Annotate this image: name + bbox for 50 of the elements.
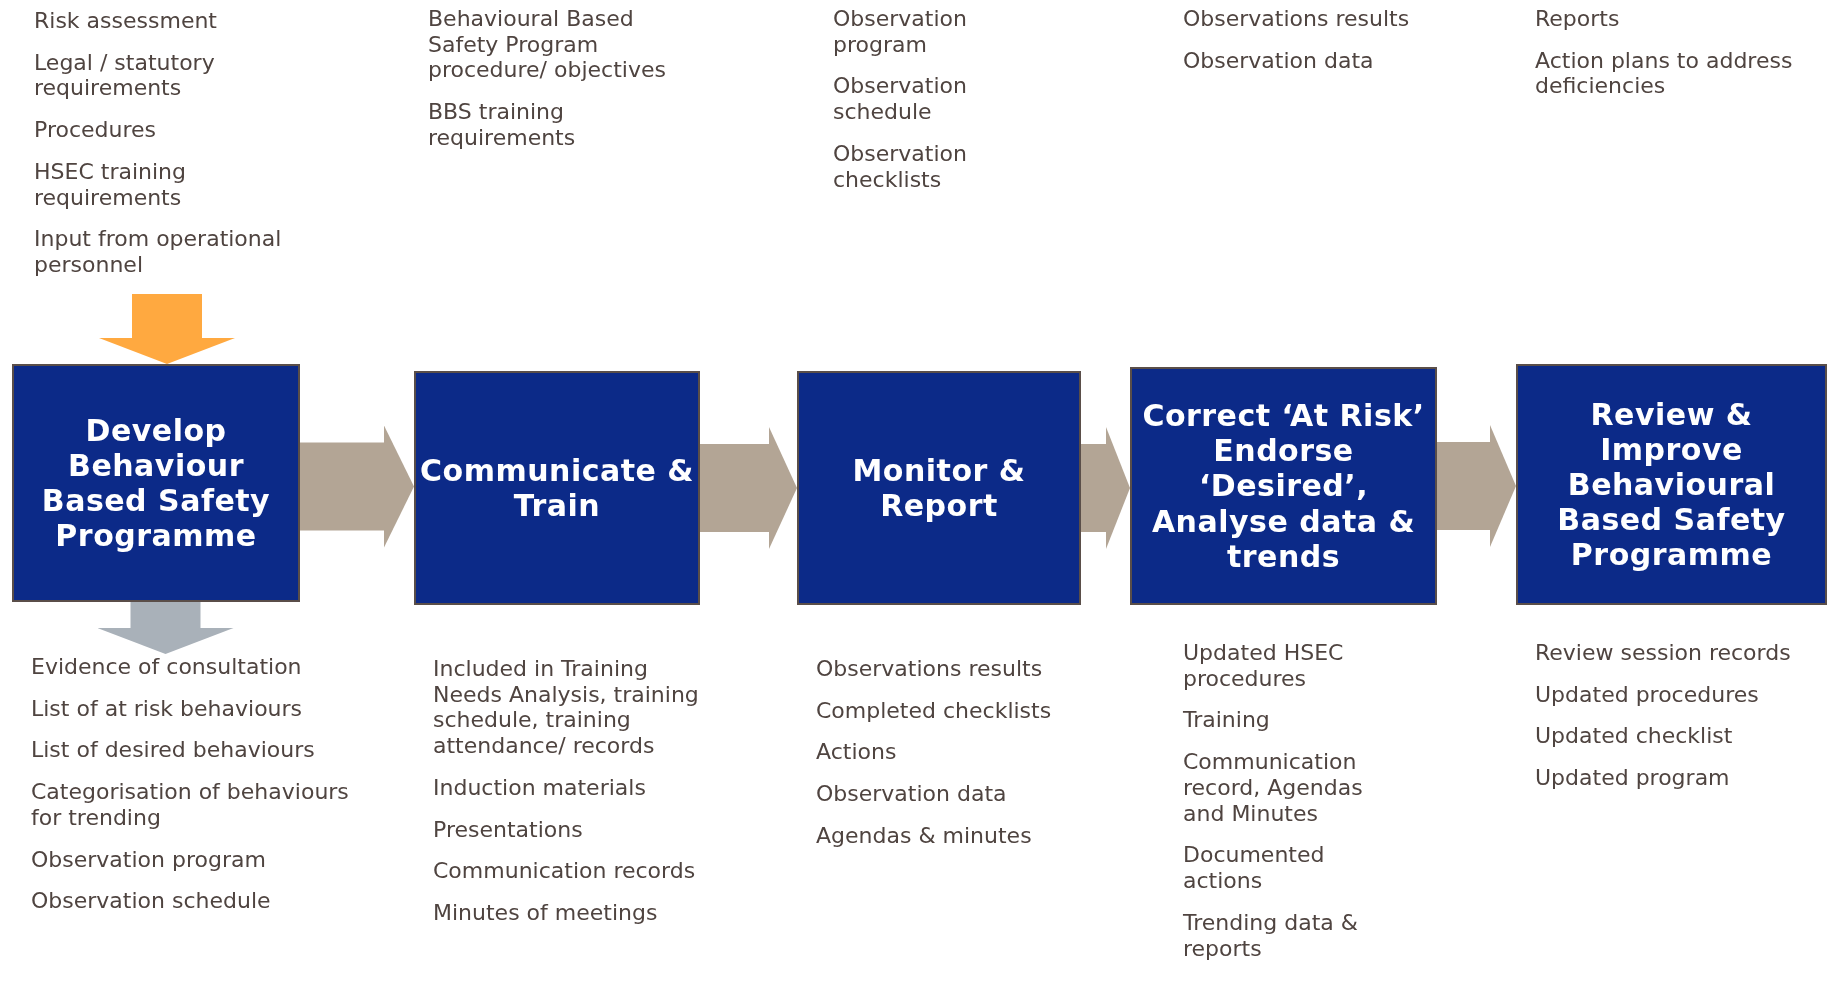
process-box: Monitor & Report — [797, 371, 1081, 605]
list-item: Observations results — [816, 656, 1044, 682]
list-item: Updated program — [1535, 765, 1731, 791]
list-item: Observation program — [833, 6, 968, 58]
list-item: Reports — [1535, 6, 1621, 32]
list-item: Observation checklists — [833, 140, 968, 193]
list-item: Completed checklists — [816, 697, 1053, 724]
list-item: Trending data & reports — [1183, 909, 1359, 962]
list-item: Communication record, Agendas and Minutes — [1183, 749, 1364, 827]
list-item: Observation data — [816, 781, 1008, 807]
list-item: Updated procedures — [1535, 681, 1760, 708]
list-item: Presentations — [433, 816, 584, 843]
block-arrow — [300, 425, 414, 548]
list-item: Observations results — [1183, 6, 1411, 32]
list-item: Communication records — [433, 858, 697, 885]
list-item: Observation data — [1183, 47, 1375, 74]
list-item: Updated HSEC procedures — [1183, 640, 1345, 692]
list-item: Action plans to address deficiencies — [1535, 47, 1794, 100]
list-item: Procedures — [34, 117, 157, 143]
list-item: Evidence of consultation — [31, 654, 303, 680]
list-item: HSEC training requirements — [34, 158, 187, 211]
list-item: Review session records — [1535, 640, 1792, 666]
list-item: List of at risk behaviours — [31, 695, 304, 722]
block-arrow — [700, 427, 797, 549]
list-item: Observation schedule — [31, 888, 272, 915]
list-item: Input from operational personnel — [34, 226, 283, 278]
list-item: Actions — [816, 739, 898, 766]
list-item: Updated checklist — [1535, 723, 1734, 750]
list-item: Documented actions — [1183, 842, 1326, 894]
list-item: Induction materials — [433, 774, 647, 801]
process-box: Correct ‘At Risk’ Endorse ‘Desired’, Analyse data & trends — [1130, 367, 1437, 605]
list-item: Observation program — [31, 846, 267, 873]
list-item: Included in Training Needs Analysis, training schedule, training attendance/ records — [433, 656, 700, 759]
process-box: Review & Improve Behavioural Based Safety Programme — [1516, 364, 1827, 605]
block-arrow — [1437, 425, 1516, 547]
process-box: Develop Behaviour Based Safety Programme — [12, 364, 300, 602]
block-arrow — [99, 293, 235, 364]
list-item: List of desired behaviours — [31, 737, 316, 764]
list-item: Training — [1183, 707, 1271, 734]
block-arrow — [1081, 427, 1130, 549]
list-item: Risk assessment — [34, 8, 218, 34]
process-box: Communicate & Train — [414, 371, 700, 605]
block-arrow — [97, 602, 234, 654]
list-item: BBS training requirements — [428, 99, 577, 151]
list-item: Minutes of meetings — [433, 900, 659, 926]
list-item: Legal / statutory requirements — [34, 49, 216, 102]
list-item: Agendas & minutes — [816, 822, 1033, 849]
list-item: Observation schedule — [833, 73, 968, 125]
list-item: Categorisation of behaviours for trending — [31, 779, 350, 831]
list-item: Behavioural Based Safety Program procedure/ objectives — [428, 6, 667, 84]
